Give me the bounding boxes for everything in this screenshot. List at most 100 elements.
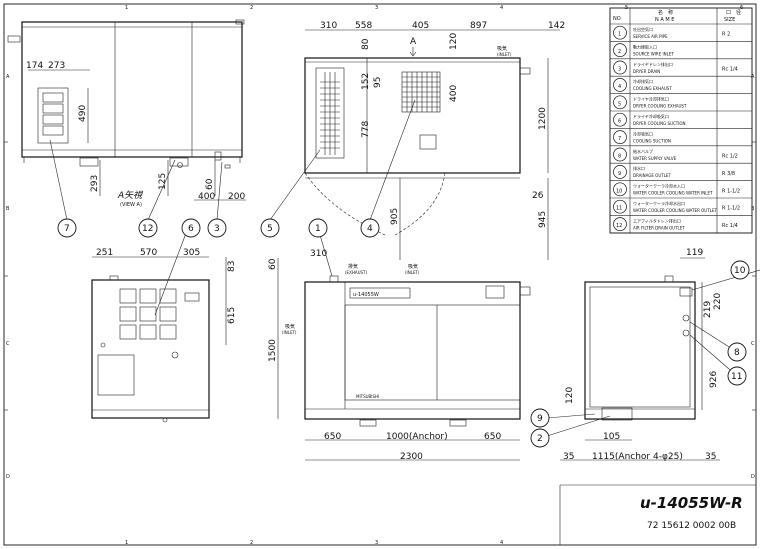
dim-310: 310: [320, 21, 337, 31]
dim-1115-anchor: 1115(Anchor 4-φ25): [592, 452, 683, 462]
row-letter: D: [751, 474, 755, 480]
side-inlet-jp: 吸気: [285, 323, 295, 330]
frame-row-letters: A B C D A B C D: [6, 74, 755, 480]
side-view: 119 219 220 926 120 105 35 1115(Anchor 4…: [560, 248, 723, 462]
balloon-label: 1: [315, 224, 321, 234]
row-size: Rc 1/2: [722, 154, 738, 160]
dim-35-left: 35: [563, 452, 574, 462]
row-no: 12: [616, 223, 622, 229]
balloon-9[interactable]: 9: [530, 408, 550, 428]
row-no: 11: [616, 206, 622, 212]
row-name-en: SERVICE AIR PIPE: [633, 34, 668, 39]
row-number-circle: [613, 112, 627, 127]
leaders: [49, 99, 760, 437]
dim-83: 83: [227, 261, 237, 272]
dim-2300: 2300: [400, 452, 423, 462]
balloon-label: 5: [267, 224, 273, 234]
dim-142: 142: [548, 21, 565, 31]
balloon-3[interactable]: 3: [207, 218, 227, 238]
dim-120: 120: [449, 33, 459, 50]
dim-125: 125: [158, 173, 168, 190]
dim-570: 570: [140, 248, 157, 258]
row-no: 10: [616, 188, 622, 194]
maker-label: MITSUBISHI: [356, 394, 379, 399]
dim-251: 251: [96, 248, 113, 258]
col-number: 4: [500, 540, 503, 546]
row-size: R 3/8: [722, 171, 735, 177]
row-name-jp: 排水口: [633, 165, 645, 171]
row-name-en: COOLING EXHAUST: [633, 86, 672, 91]
front-inlet-jp: 吸気: [408, 263, 418, 270]
row-number-circle: [613, 130, 627, 144]
row-number-circle: [613, 165, 627, 179]
row-letter: A: [6, 74, 10, 80]
row-name-en: SOURCE WIRE INLET: [633, 51, 674, 56]
dim-1000-anchor: 1000(Anchor): [386, 432, 448, 442]
balloon-4[interactable]: 4: [360, 218, 380, 238]
row-no: 5: [618, 101, 621, 107]
row-letter: D: [6, 474, 10, 480]
balloon-12[interactable]: 12: [138, 218, 158, 238]
row-number-circle: [613, 25, 627, 40]
balloon-5[interactable]: 5: [260, 218, 280, 238]
balloon-10[interactable]: 10: [730, 260, 750, 280]
balloon-1[interactable]: 1: [308, 218, 328, 238]
dim-905: 905: [390, 208, 400, 225]
row-letter: B: [751, 206, 755, 212]
balloon-6[interactable]: 6: [181, 218, 201, 238]
view-arrow-a-icon: [409, 47, 417, 57]
row-number-circle: [613, 182, 627, 197]
balloon-7[interactable]: 7: [57, 218, 77, 238]
row-no: 1: [618, 32, 621, 38]
dim-152: 152: [361, 73, 371, 90]
dim-778: 778: [361, 121, 371, 138]
row-no: 3: [618, 67, 621, 73]
plan-inlet-en: (INLET): [497, 52, 512, 57]
dim-26: 26: [532, 191, 544, 201]
balloon-11[interactable]: 11: [727, 366, 747, 386]
row-name-en: COOLING SUCTION: [633, 138, 671, 143]
view-a-label: A矢視: [117, 190, 143, 201]
dim-293: 293: [90, 175, 100, 192]
dim-200: 200: [228, 192, 245, 202]
view-arrow-a: A: [410, 37, 417, 47]
dim-310-front: 310: [310, 249, 327, 259]
dim-405: 405: [412, 21, 429, 31]
dim-490: 490: [78, 105, 88, 122]
side-inlet-en: (INLET): [282, 330, 297, 335]
col-number: 2: [250, 540, 253, 546]
dim-650-left: 650: [324, 432, 341, 442]
dim-650-right: 650: [484, 432, 501, 442]
row-name-jp: ドライヤ冷却排気口: [633, 96, 669, 102]
dim-558: 558: [355, 21, 372, 31]
balloon-8[interactable]: 8: [727, 342, 747, 362]
balloon-2[interactable]: 2: [530, 428, 550, 448]
col-number: 3: [375, 540, 378, 546]
balloon-label: 7: [64, 224, 70, 234]
col-number: 2: [250, 5, 253, 11]
row-no: 8: [618, 154, 621, 160]
title-block: u-14055W-R 72 15612 0002 00B: [559, 484, 756, 545]
dim-219: 219: [703, 301, 713, 318]
balloon-label: 11: [731, 372, 742, 382]
dim-400-plan: 400: [449, 85, 459, 102]
balloon-label: 3: [214, 224, 220, 234]
dim-105: 105: [603, 432, 620, 442]
model-title: u-14055W-R: [640, 494, 743, 512]
dim-305: 305: [183, 248, 200, 258]
row-name-jp: ドライヤドレン排出口: [633, 61, 673, 67]
col-number: 1: [125, 5, 128, 11]
row-name-en: WATER COOLER COOLING WATER OUTLET: [633, 208, 717, 213]
row-number-circle: [613, 60, 627, 75]
table-header-no: NO: [613, 16, 621, 22]
balloon-label: 10: [734, 266, 746, 276]
balloon-label: 2: [537, 434, 543, 444]
col-number: 1: [125, 540, 128, 546]
